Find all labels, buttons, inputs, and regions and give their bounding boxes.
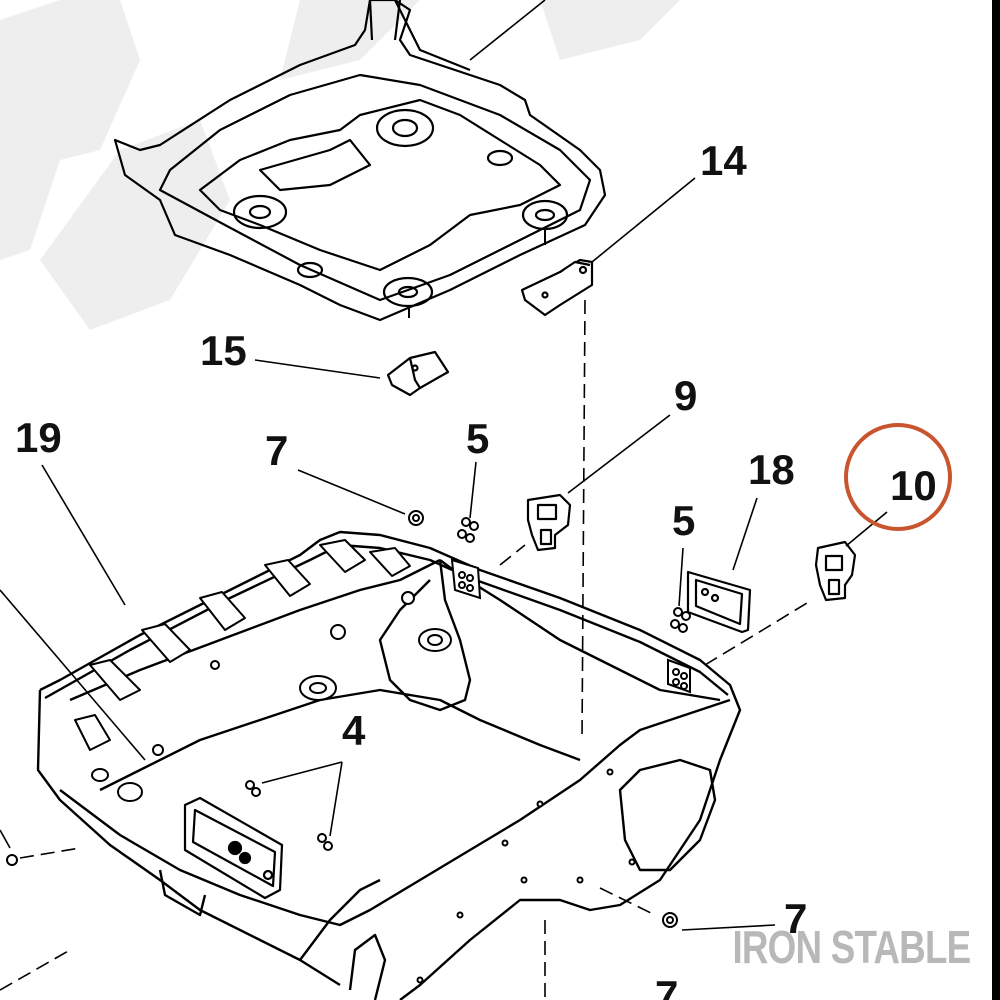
callout-7-upper: 7 [265,427,288,474]
leader-lines [0,0,888,931]
trunk-holes [91,591,636,984]
callout-10: 10 [890,462,937,509]
bracket-15 [386,350,450,397]
left-screw [6,854,18,866]
callout-15: 15 [200,327,247,374]
watermark-iron-stable: IRON STABLE [732,921,971,973]
frame-right-edge [992,0,1000,1000]
callout-labels: 14 15 9 19 7 5 18 10 5 4 7 7 [15,137,937,1000]
rim-hinges [450,558,691,694]
plate-18 [686,570,752,634]
callout-4: 4 [342,707,366,754]
bracket-14 [520,258,594,317]
screws-5-lower [670,607,691,633]
callout-14: 14 [700,137,747,184]
latch-10 [814,540,857,602]
callout-5-lower: 5 [672,497,695,544]
trunk-body [36,530,742,1000]
callout-9: 9 [674,372,697,419]
plate-4 [183,796,284,900]
lid-studs [408,228,546,318]
callout-18: 18 [748,446,795,493]
background-watermark [0,0,680,330]
alignment-lines [0,299,813,1000]
callout-19: 19 [15,414,62,461]
screws-5-upper [457,517,479,543]
callout-7-bottom: 7 [655,972,678,1000]
highlight-circle [844,423,952,531]
callout-5-upper: 5 [466,415,489,462]
nut-7-lower [662,912,678,928]
lid-liner-plate [113,0,607,322]
callout-7-lower: 7 [784,895,807,942]
screws-4 [245,780,333,851]
latch-9 [526,493,572,552]
trunk-ribs [74,539,411,751]
nut-7-upper [408,510,424,526]
